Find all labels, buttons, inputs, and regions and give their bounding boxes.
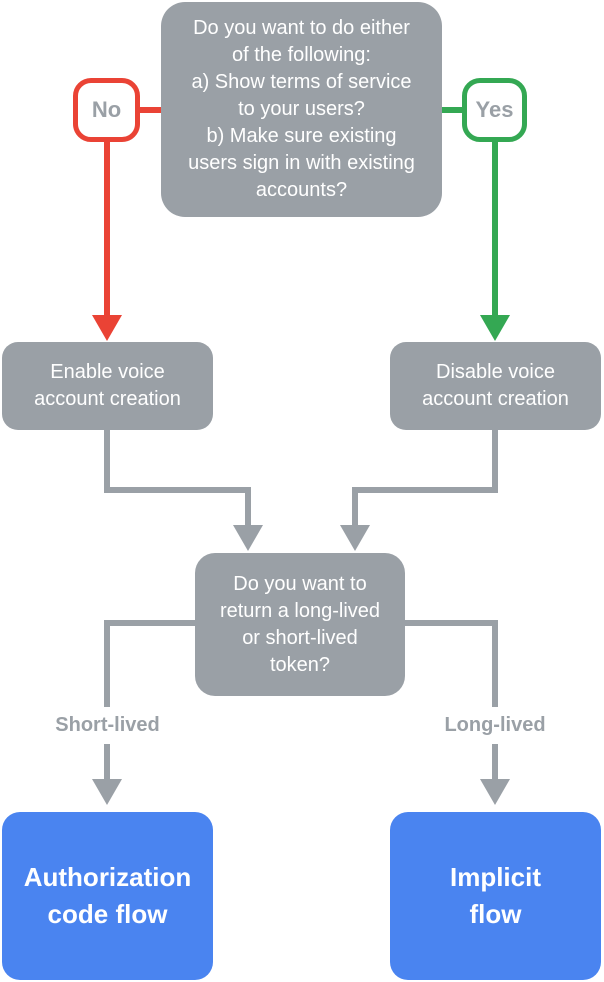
edge-long-lived-vertical-line: [492, 620, 498, 779]
short-lived-label: Short-lived: [23, 707, 192, 744]
no-badge-label: No: [91, 97, 122, 122]
gray-arrowhead-down-icon: [92, 779, 122, 805]
token-question-node: Do you want to return a long-lived or sh…: [195, 553, 405, 696]
node-line: account creation: [422, 388, 569, 410]
question-line: Do you want to do either: [193, 17, 410, 39]
long-lived-label: Long-lived: [410, 707, 580, 744]
enable-voice-node: Enable voice account creation: [2, 342, 213, 430]
gray-arrowhead-down-icon: [233, 525, 263, 551]
connector-enable-drop-line: [245, 493, 251, 525]
terminal-line: flow: [469, 899, 522, 929]
edge-yes-vertical-line: [492, 140, 498, 315]
question-line: accounts?: [255, 179, 348, 201]
implicit-flow-node: Implicit flow: [390, 812, 601, 980]
connector-enable-horizontal-line: [104, 487, 251, 493]
question-line: to your users?: [238, 98, 365, 120]
no-badge: No: [73, 78, 140, 142]
connector-disable-vertical-line: [492, 430, 498, 493]
question-line: Do you want to: [233, 572, 367, 595]
question-line: return a long-lived: [219, 599, 381, 622]
connector-disable-horizontal-line: [352, 487, 498, 493]
node-line: Disable voice: [436, 361, 555, 383]
terminal-line: Authorization: [23, 862, 192, 892]
question-line: of the following:: [232, 44, 371, 66]
long-lived-label-text: Long-lived: [444, 714, 546, 736]
question-line: token?: [269, 653, 331, 676]
question-line: b) Make sure existing: [206, 125, 397, 147]
terminal-line: code flow: [47, 899, 168, 929]
question-line: users sign in with existing: [188, 152, 415, 174]
node-line: account creation: [34, 388, 181, 410]
gray-arrowhead-down-icon: [480, 779, 510, 805]
authorization-code-flow-node: Authorization code flow: [2, 812, 213, 980]
edge-short-lived-vertical-line: [104, 620, 110, 779]
edge-long-lived-horizontal-line: [405, 620, 498, 626]
red-arrowhead-down-icon: [92, 315, 122, 341]
top-question-node: Do you want to do either of the followin…: [161, 2, 442, 217]
short-lived-label-text: Short-lived: [55, 714, 160, 736]
edge-no-vertical-line: [104, 140, 110, 315]
yes-badge-label: Yes: [475, 97, 514, 122]
green-arrowhead-down-icon: [480, 315, 510, 341]
gray-arrowhead-down-icon: [340, 525, 370, 551]
edge-yes-horizontal-line: [442, 107, 462, 113]
connector-enable-vertical-line: [104, 430, 110, 493]
question-line: or short-lived: [242, 626, 358, 649]
terminal-line: Implicit: [449, 862, 541, 892]
disable-voice-node: Disable voice account creation: [390, 342, 601, 430]
yes-badge: Yes: [462, 78, 527, 142]
edge-no-horizontal-line: [140, 107, 161, 113]
edge-short-lived-horizontal-line: [104, 620, 195, 626]
connector-disable-drop-line: [352, 493, 358, 525]
node-line: Enable voice: [50, 361, 165, 383]
question-line: a) Show terms of service: [191, 71, 412, 93]
